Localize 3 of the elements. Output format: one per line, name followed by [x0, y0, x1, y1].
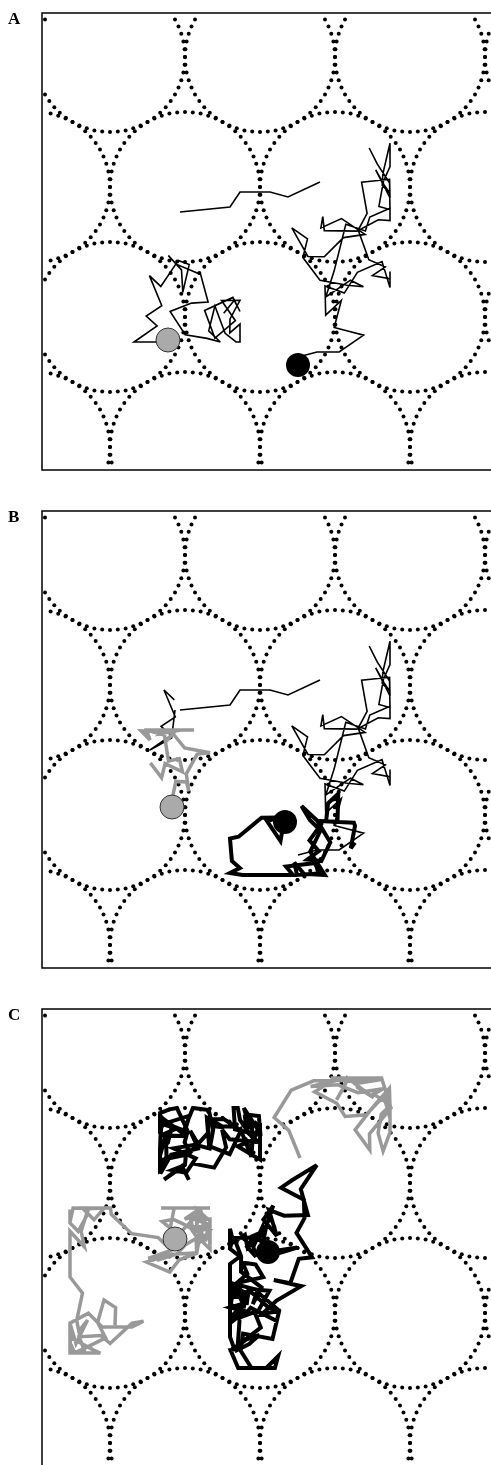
panel-label: B	[8, 508, 20, 525]
panel-label: C	[8, 1006, 21, 1023]
panel-label: A	[8, 10, 21, 27]
